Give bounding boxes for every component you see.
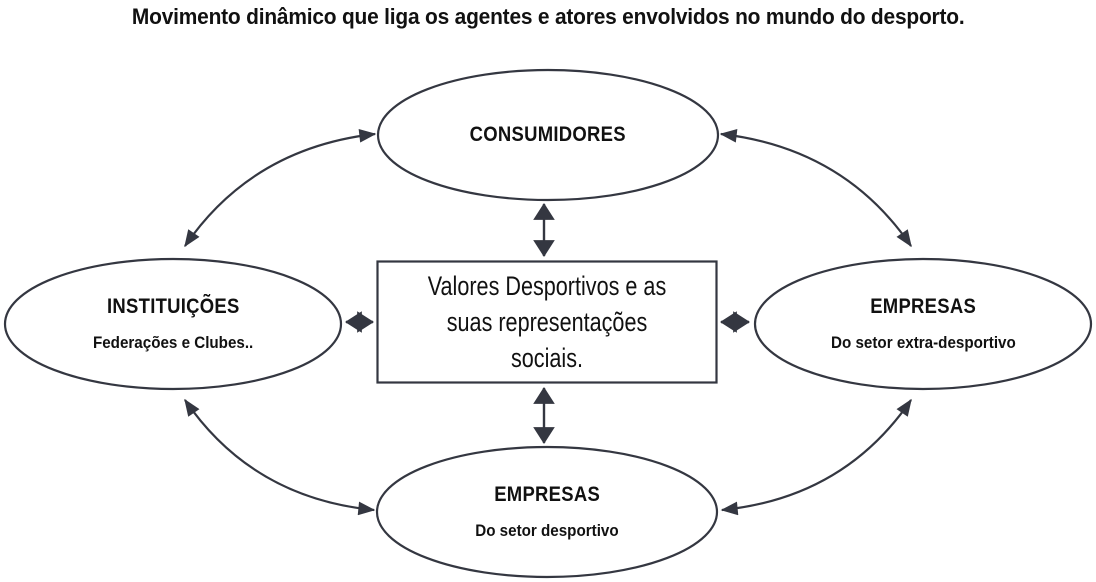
ellipse-consumidores (376, 68, 720, 202)
node-instituicoes: INSTITUIÇÕES Federações e Clubes.. (5, 259, 341, 389)
diagram-title: Movimento dinâmico que liga os agentes e… (0, 4, 1096, 30)
node-empresas-extra-desportivo: EMPRESAS Do setor extra-desportivo (755, 259, 1091, 389)
ellipse-empresas-desportivo (375, 445, 719, 579)
center-box-text: Valores Desportivos e as suas representa… (427, 271, 667, 373)
arrow-left-to-bottom-curve (184, 398, 376, 516)
center-box (376, 260, 718, 384)
arrow-left-to-top-curve (184, 129, 377, 248)
diagram-title-text: Movimento dinâmico que liga os agentes e… (131, 4, 965, 29)
ellipse-empresas-extra-desportivo (753, 257, 1093, 391)
node-empresas-desportivo: EMPRESAS Do setor desportivo (377, 447, 717, 577)
node-instituicoes-sublabel: Federações e Clubes.. (92, 334, 254, 352)
arrow-bottom-to-right-curve (720, 398, 912, 516)
node-consumidores-label: CONSUMIDORES (469, 123, 627, 146)
node-empresas-desportivo-sublabel: Do setor desportivo (475, 522, 619, 540)
node-empresas-desportivo-label: EMPRESAS (494, 483, 600, 506)
node-empresas-extra-label: EMPRESAS (870, 295, 976, 318)
node-empresas-extra-sublabel: Do setor extra-desportivo (830, 334, 1016, 352)
ellipse-instituicoes (3, 257, 343, 391)
center-box-label: Valores Desportivos e as suas representa… (377, 261, 717, 383)
node-consumidores: CONSUMIDORES (378, 70, 718, 200)
node-instituicoes-label: INSTITUIÇÕES (106, 295, 240, 318)
arrow-top-to-right-curve (719, 129, 912, 248)
